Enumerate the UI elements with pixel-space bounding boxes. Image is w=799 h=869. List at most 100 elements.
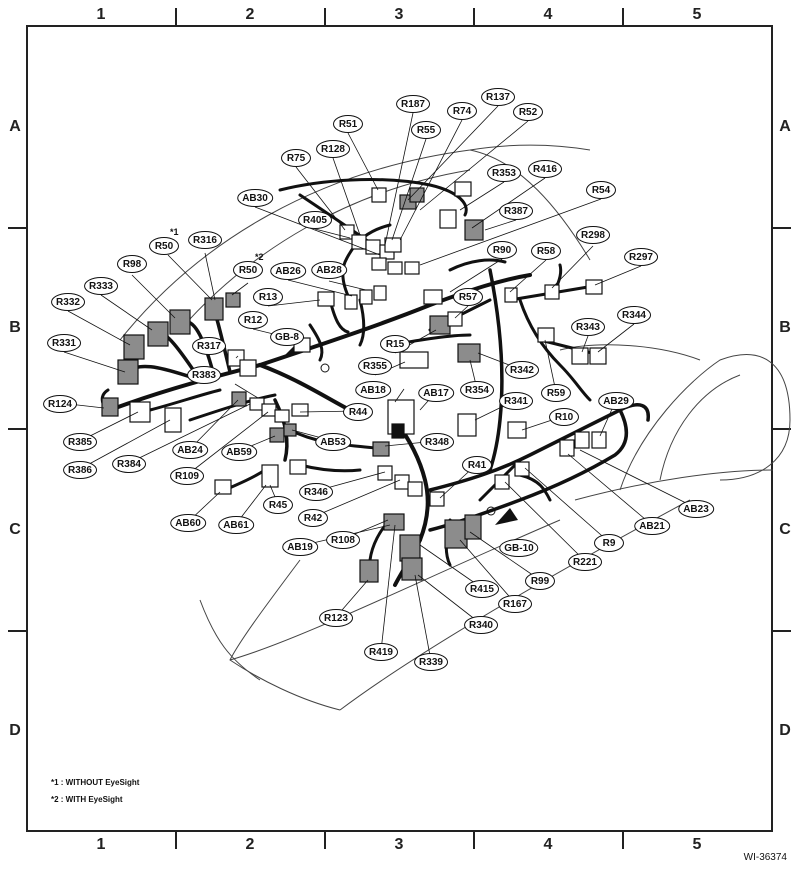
label-r167: R167 [498, 595, 532, 613]
grid-col-2-bottom: 2 [245, 836, 255, 853]
leader-lines [59, 105, 697, 662]
label-r58: R58 [531, 242, 561, 260]
grid-tick [773, 428, 791, 430]
grid-col-1-bottom: 1 [96, 836, 106, 853]
grid-tick [175, 8, 177, 25]
label-ab18: AB18 [355, 381, 391, 399]
label-r416: R416 [528, 160, 562, 178]
label-ab28: AB28 [311, 261, 347, 279]
label-r383: R383 [187, 366, 221, 384]
grid-col-3-bottom: 3 [394, 836, 404, 853]
label-r90: R90 [487, 241, 517, 259]
label-ab60: AB60 [170, 514, 206, 532]
label-r50-with-eyesight: R50 [233, 261, 263, 279]
note-mark-1: *1 [170, 227, 179, 237]
label-r50-without-eyesight: R50 [149, 237, 179, 255]
connectors [101, 181, 607, 583]
label-r341: R341 [499, 392, 533, 410]
footnote-with-eyesight: *2 : WITH EyeSight [51, 795, 123, 804]
label-r333: R333 [84, 277, 118, 295]
label-r74: R74 [447, 102, 477, 120]
grid-tick [622, 8, 624, 25]
label-ab17: AB17 [418, 384, 454, 402]
label-r355: R355 [358, 357, 392, 375]
label-r316: R316 [188, 231, 222, 249]
grid-col-2-top: 2 [245, 6, 255, 23]
label-ab61: AB61 [218, 516, 254, 534]
ground-terminals [320, 363, 496, 516]
label-ab26: AB26 [270, 262, 306, 280]
grid-row-d-left: D [9, 722, 21, 739]
label-r386: R386 [63, 461, 97, 479]
label-r10: R10 [549, 408, 579, 426]
grid-row-a-left: A [9, 118, 21, 135]
label-r353: R353 [487, 164, 521, 182]
label-ab23: AB23 [678, 500, 714, 518]
label-r15: R15 [380, 335, 410, 353]
grid-row-b-right: B [779, 319, 791, 336]
label-r137: R137 [481, 88, 515, 106]
label-r419: R419 [364, 643, 398, 661]
label-r385: R385 [63, 433, 97, 451]
label-r331: R331 [47, 334, 81, 352]
grid-row-c-left: C [9, 521, 21, 538]
label-r405: R405 [298, 211, 332, 229]
label-r332: R332 [51, 293, 85, 311]
label-r348: R348 [420, 433, 454, 451]
grid-tick [324, 8, 326, 25]
label-r108: R108 [326, 531, 360, 549]
label-r45: R45 [263, 496, 293, 514]
grid-row-b-left: B [9, 319, 21, 336]
label-r75: R75 [281, 149, 311, 167]
label-r54: R54 [586, 181, 616, 199]
label-r344: R344 [617, 306, 651, 324]
label-r339: R339 [414, 653, 448, 671]
label-r317: R317 [192, 337, 226, 355]
label-r51: R51 [333, 115, 363, 133]
grid-tick [8, 630, 26, 632]
grid-col-4-bottom: 4 [543, 836, 553, 853]
label-gb8: GB-8 [270, 328, 304, 346]
label-r9: R9 [594, 534, 624, 552]
gb10-arrow [495, 508, 518, 525]
grid-col-3-top: 3 [394, 6, 404, 23]
grid-row-c-right: C [779, 521, 791, 538]
label-r187: R187 [396, 95, 430, 113]
label-r99: R99 [525, 572, 555, 590]
footnote-without-eyesight: *1 : WITHOUT EyeSight [51, 778, 140, 787]
grid-col-5-bottom: 5 [692, 836, 702, 853]
label-ab30: AB30 [237, 189, 273, 207]
grid-tick [622, 832, 624, 849]
grid-col-5-top: 5 [692, 6, 702, 23]
grid-tick [8, 227, 26, 229]
label-r221: R221 [568, 553, 602, 571]
label-r124: R124 [43, 395, 77, 413]
label-r346: R346 [299, 483, 333, 501]
label-r340: R340 [464, 616, 498, 634]
grid-col-4-top: 4 [543, 6, 553, 23]
grid-tick [773, 630, 791, 632]
label-r123: R123 [319, 609, 353, 627]
label-r44: R44 [343, 403, 373, 421]
grid-tick [175, 832, 177, 849]
label-r297: R297 [624, 248, 658, 266]
label-r52: R52 [513, 103, 543, 121]
grid-tick [473, 8, 475, 25]
label-r387: R387 [499, 202, 533, 220]
label-gb10: GB-10 [499, 539, 539, 557]
figure-id: WI-36374 [743, 852, 787, 863]
label-r41: R41 [462, 456, 492, 474]
label-r384: R384 [112, 455, 146, 473]
label-ab59: AB59 [221, 443, 257, 461]
label-ab53: AB53 [315, 433, 351, 451]
label-r12: R12 [238, 311, 268, 329]
note-mark-2: *2 [255, 252, 264, 262]
label-ab19: AB19 [282, 538, 318, 556]
label-r42: R42 [298, 509, 328, 527]
label-r415: R415 [465, 580, 499, 598]
grid-tick [773, 227, 791, 229]
grid-row-a-right: A [779, 118, 791, 135]
label-r128: R128 [316, 140, 350, 158]
label-r98: R98 [117, 255, 147, 273]
